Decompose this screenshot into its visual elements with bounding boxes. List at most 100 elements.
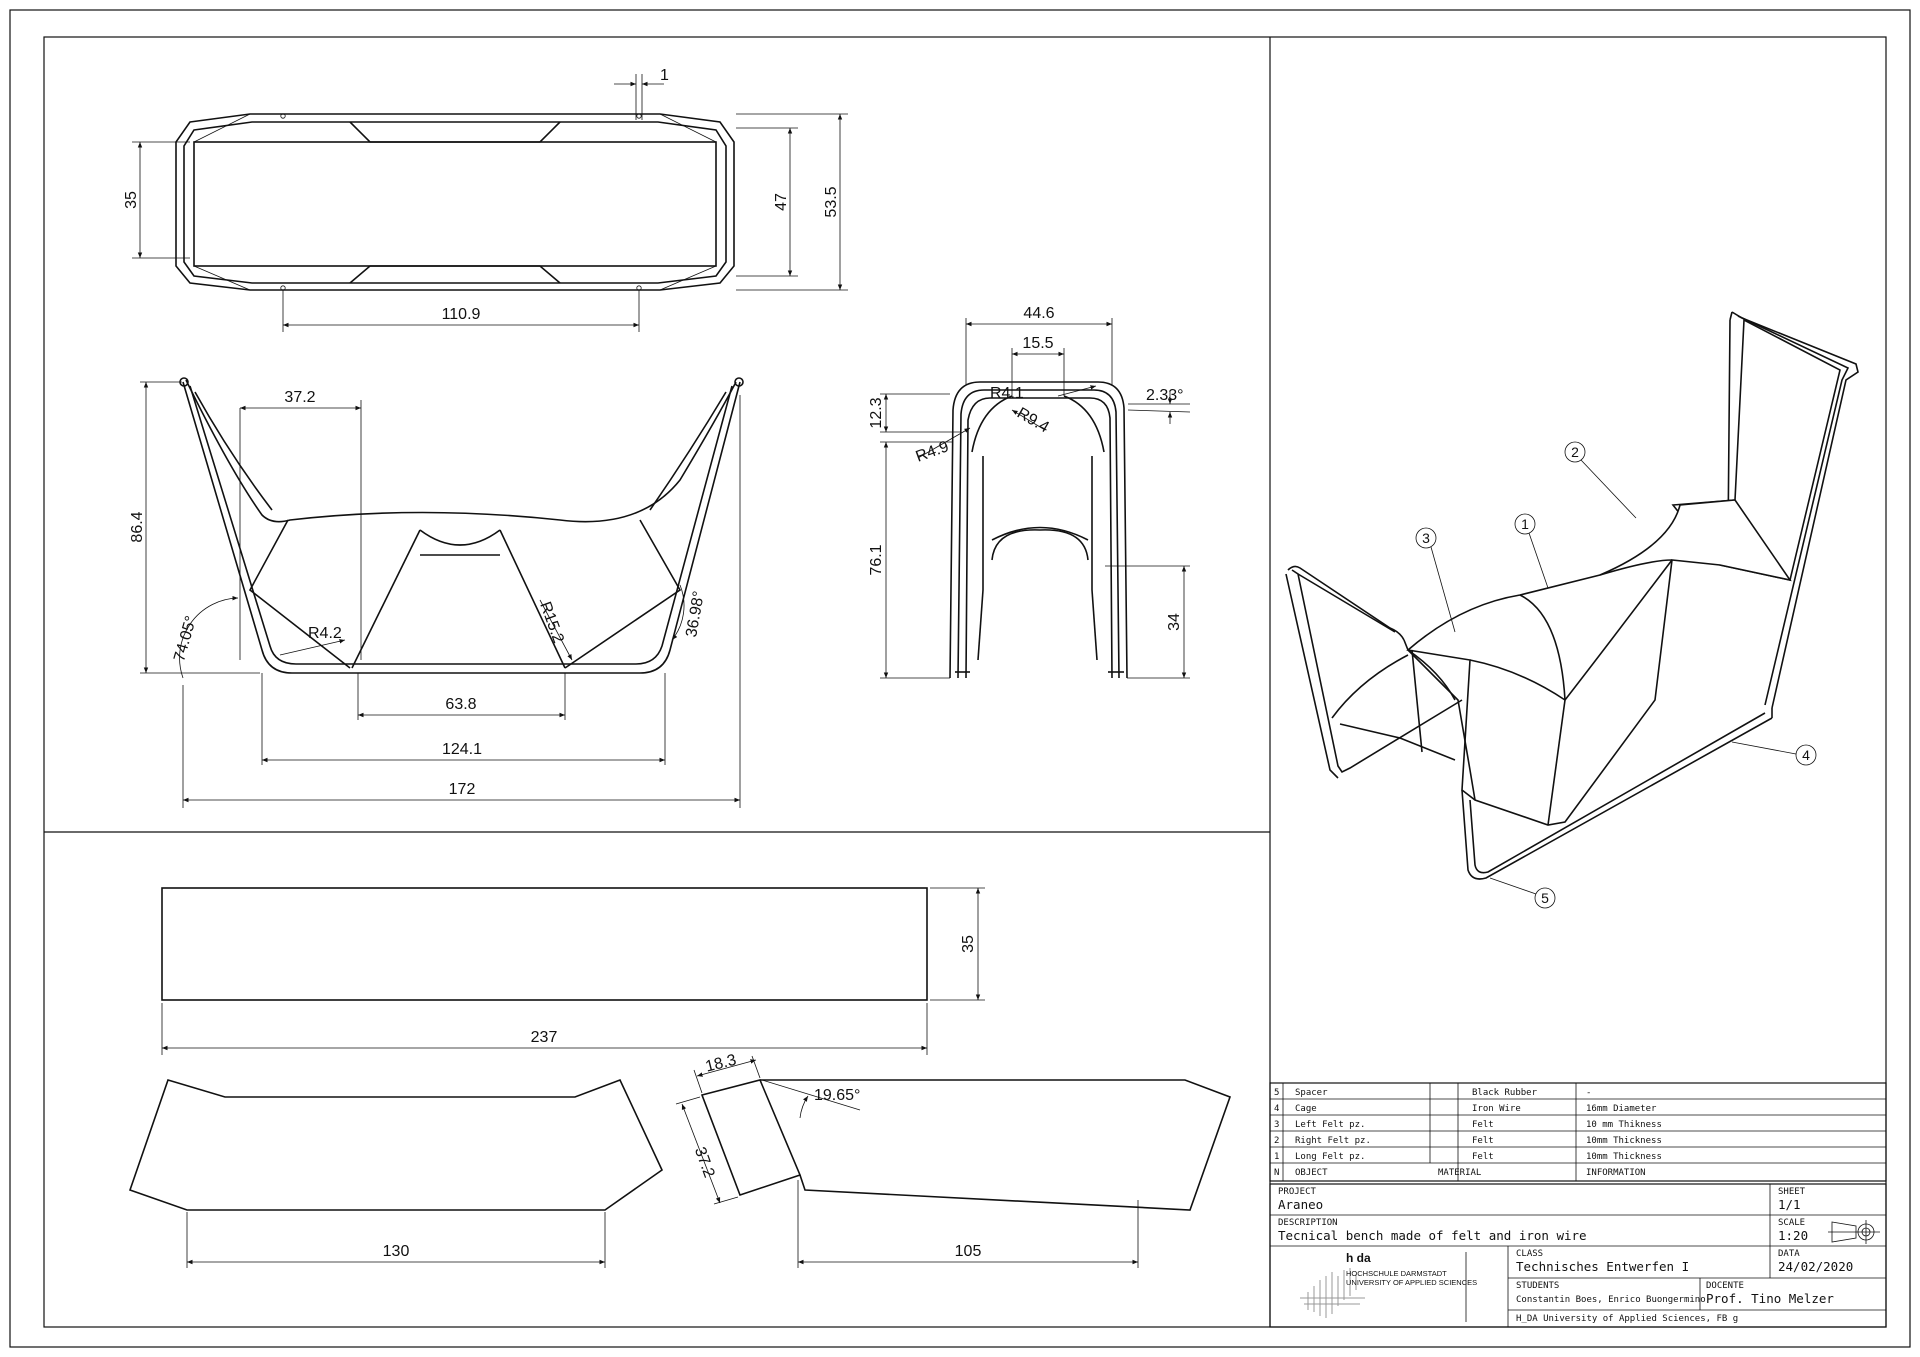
dim-side-foot: 34 xyxy=(1166,613,1183,631)
dim-side-top-height: 12.3 xyxy=(868,397,885,428)
logo-line2: UNIVERSITY OF APPLIED SCIENCES xyxy=(1346,1278,1477,1287)
svg-text:1: 1 xyxy=(1521,516,1529,532)
isometric-view: 1 2 3 4 5 xyxy=(1285,311,1859,909)
svg-text:4: 4 xyxy=(1802,747,1810,763)
dim-bottom-inner: 63.8 xyxy=(445,696,476,713)
svg-text:OBJECT: OBJECT xyxy=(1295,1168,1328,1178)
project-label: PROJECT xyxy=(1278,1187,1317,1197)
dim-angle-right: 36.98° xyxy=(683,590,708,639)
svg-text:Right Felt pz.: Right Felt pz. xyxy=(1295,1136,1371,1146)
callout-4: 4 xyxy=(1731,741,1817,766)
scale-label: SCALE xyxy=(1778,1218,1805,1228)
svg-text:MATERIAL: MATERIAL xyxy=(1438,1168,1481,1178)
dim-radius-small: R4.2 xyxy=(308,625,342,642)
dim-depth-total: 53.5 xyxy=(823,186,840,217)
svg-text:Felt: Felt xyxy=(1472,1136,1494,1146)
svg-text:Long Felt pz.: Long Felt pz. xyxy=(1295,1152,1365,1162)
parts-row-1: 1 Long Felt pz. Felt 10mm Thickness xyxy=(1274,1152,1662,1162)
class-name: Technisches Entwerfen I xyxy=(1516,1259,1689,1274)
dim-width-inner: 35 xyxy=(123,191,140,209)
parts-row-5: 5 Spacer Black Rubber - xyxy=(1274,1088,1591,1098)
dim-seat-segment: 37.2 xyxy=(284,389,315,406)
students-names: Constantin Boes, Enrico Buongermino xyxy=(1516,1295,1706,1305)
svg-text:2: 2 xyxy=(1274,1136,1279,1146)
svg-text:N: N xyxy=(1274,1168,1279,1178)
svg-text:1: 1 xyxy=(1274,1152,1279,1162)
side-view: 44.6 15.5 12.3 R4.1 R9.4 R4.9 2.33° 76.1 xyxy=(868,305,1191,679)
sheet-label: SHEET xyxy=(1778,1187,1806,1197)
dim-radius-large: R15.2 xyxy=(536,600,567,646)
svg-text:Black Rubber: Black Rubber xyxy=(1472,1088,1538,1098)
title-block: PROJECT Araneo SHEET 1/1 DESCRIPTION Tec… xyxy=(1269,1183,1887,1328)
svg-text:Felt: Felt xyxy=(1472,1152,1494,1162)
dim-side-r-top: R4.1 xyxy=(990,385,1024,402)
parts-header: N OBJECT MATERIAL INFORMATION xyxy=(1274,1168,1646,1178)
callout-1: 1 xyxy=(1514,513,1549,589)
dim-base: 124.1 xyxy=(442,741,482,758)
parts-row-3: 3 Left Felt pz. Felt 10 mm Thikness xyxy=(1274,1120,1662,1130)
dim-overall: 172 xyxy=(449,781,476,798)
inner-border xyxy=(43,36,1887,1328)
svg-text:16mm Diameter: 16mm Diameter xyxy=(1586,1104,1657,1114)
class-label: CLASS xyxy=(1516,1249,1543,1259)
description-text: Tecnical bench made of felt and iron wir… xyxy=(1278,1228,1587,1243)
docente-name: Prof. Tino Melzer xyxy=(1706,1291,1834,1306)
dim-gap: 1 xyxy=(660,67,669,84)
svg-text:4: 4 xyxy=(1274,1104,1279,1114)
dim-side-width: 44.6 xyxy=(1023,305,1054,322)
project-name: Araneo xyxy=(1278,1197,1323,1212)
front-view: 37.2 86.4 74.05° R4.2 R15.2 36.98° 63.8 … xyxy=(129,377,744,808)
docente-label: DOCENTE xyxy=(1706,1281,1744,1291)
dim-felt-rect-height: 35 xyxy=(960,935,977,953)
dim-felt-right-top: 18.3 xyxy=(704,1052,738,1076)
callout-3: 3 xyxy=(1415,527,1456,633)
svg-text:5: 5 xyxy=(1274,1088,1279,1098)
hda-logo: h da HOCHSCHULE DARMSTADT UNIVERSITY OF … xyxy=(1300,1251,1477,1318)
dim-angle-left: 74.05° xyxy=(171,614,200,663)
dim-felt-right-angle: 19.65° xyxy=(814,1087,860,1104)
footer-text: H_DA University of Applied Sciences, FB … xyxy=(1516,1314,1738,1324)
date-label: DATA xyxy=(1778,1249,1800,1259)
svg-text:3: 3 xyxy=(1274,1120,1279,1130)
dim-side-height: 76.1 xyxy=(868,544,885,575)
dim-side-inner: 15.5 xyxy=(1022,335,1053,352)
callout-2: 2 xyxy=(1564,441,1637,519)
svg-text:10mm Thickness: 10mm Thickness xyxy=(1586,1136,1662,1146)
svg-text:2: 2 xyxy=(1571,444,1579,460)
svg-text:10mm Thickness: 10mm Thickness xyxy=(1586,1152,1662,1162)
svg-text:Spacer: Spacer xyxy=(1295,1088,1328,1098)
logo-line1: HOCHSCHULE DARMSTADT xyxy=(1346,1269,1447,1278)
svg-text:Felt: Felt xyxy=(1472,1120,1494,1130)
felt-rect-view: 35 237 xyxy=(161,887,985,1055)
dim-side-angle: 2.33° xyxy=(1146,387,1184,404)
students-label: STUDENTS xyxy=(1516,1281,1559,1291)
logo-title: h da xyxy=(1346,1251,1371,1265)
svg-text:3: 3 xyxy=(1422,530,1430,546)
parts-row-2: 2 Right Felt pz. Felt 10mm Thickness xyxy=(1274,1136,1662,1146)
dim-felt-left-length: 130 xyxy=(383,1243,410,1260)
felt-right-view: 18.3 37.2 19.65° 105 xyxy=(675,1052,1232,1268)
dim-felt-right-length: 105 xyxy=(955,1243,982,1260)
dim-felt-rect-length: 237 xyxy=(531,1029,558,1046)
projection-symbol-icon xyxy=(1828,1220,1880,1244)
dim-depth-47: 47 xyxy=(773,193,790,211)
felt-left-view: 130 xyxy=(128,1078,664,1268)
parts-list: 5 Spacer Black Rubber - 4 Cage Iron Wire… xyxy=(1269,1082,1887,1182)
scale-value: 1:20 xyxy=(1778,1228,1808,1243)
dim-height: 86.4 xyxy=(129,511,146,542)
svg-text:-: - xyxy=(1586,1088,1591,1098)
svg-text:Cage: Cage xyxy=(1295,1104,1317,1114)
dim-felt-right-side: 37.2 xyxy=(691,1145,718,1180)
svg-text:10 mm Thikness: 10 mm Thikness xyxy=(1586,1120,1662,1130)
parts-row-4: 4 Cage Iron Wire 16mm Diameter xyxy=(1274,1104,1657,1114)
svg-text:5: 5 xyxy=(1541,890,1549,906)
sheet-number: 1/1 xyxy=(1778,1197,1801,1212)
svg-text:INFORMATION: INFORMATION xyxy=(1586,1168,1646,1178)
dim-length: 110.9 xyxy=(442,306,481,323)
svg-text:Iron Wire: Iron Wire xyxy=(1472,1104,1521,1114)
description-label: DESCRIPTION xyxy=(1278,1218,1338,1228)
top-view: 1 35 47 53.5 110.9 xyxy=(123,67,848,332)
outer-border xyxy=(9,9,1911,1348)
dim-side-r-mid: R9.4 xyxy=(1014,405,1052,437)
